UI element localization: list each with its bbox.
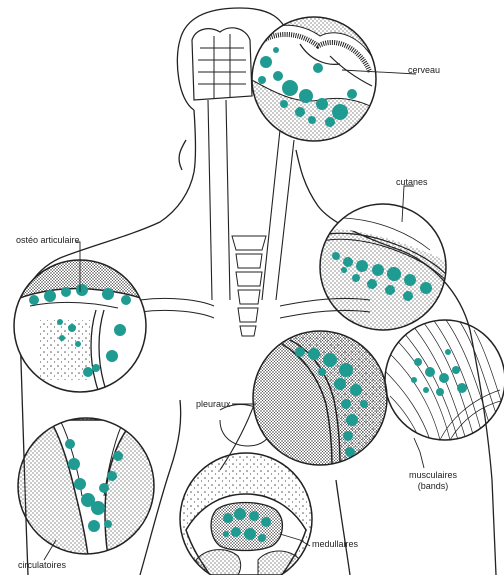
muscle-lesion-circle: [385, 318, 504, 442]
label-musculaires: musculaires (bands): [404, 470, 462, 492]
label-musculaires-line2: (bands): [404, 481, 462, 492]
skin-lesion-circle: [318, 202, 448, 332]
label-osteo-articulaire: ostéo articulaire: [16, 236, 80, 246]
label-musculaires-line1: musculaires: [404, 470, 462, 481]
label-medullaires: medullaires: [312, 540, 358, 550]
trachea: [232, 236, 266, 336]
label-cutanes: cutanes: [396, 178, 428, 188]
marrow-lesion-circle: [180, 453, 312, 575]
brain-lesion-circle: [250, 15, 380, 145]
pleura-lesion-circle: [252, 330, 388, 466]
label-circulatoires: circulatoires: [18, 561, 66, 571]
label-pleuraux: pleuraux: [196, 400, 231, 410]
label-cerveau: cerveau: [408, 66, 440, 76]
brain-left: [192, 28, 252, 100]
vessel-lesion-circle: [18, 418, 154, 556]
